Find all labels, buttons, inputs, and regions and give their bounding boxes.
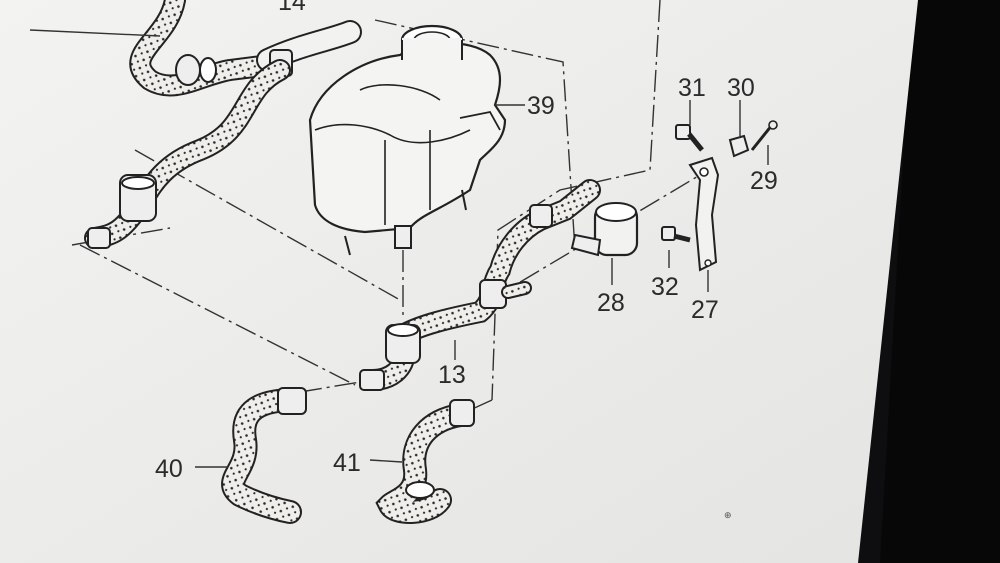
callout-32: 32 xyxy=(651,273,679,301)
bracket-27 xyxy=(688,156,720,292)
nut-30 xyxy=(728,100,750,158)
zoom-cursor-icon: ⊕ xyxy=(724,511,732,521)
hose-41 xyxy=(369,399,475,524)
callout-30: 30 xyxy=(727,74,755,102)
callout-41: 41 xyxy=(333,449,361,477)
expansion-tank-39 xyxy=(308,24,525,256)
callout-31: 31 xyxy=(678,74,706,102)
callout-14: 14 xyxy=(278,0,306,16)
hose-40 xyxy=(195,387,307,524)
callout-29: 29 xyxy=(750,167,778,195)
callout-40: 40 xyxy=(155,455,183,483)
callout-13: 13 xyxy=(438,361,466,389)
hose-main-left xyxy=(84,59,291,249)
callout-28: 28 xyxy=(597,289,625,317)
bolt-32 xyxy=(661,226,691,268)
hose-14 xyxy=(29,0,362,97)
screw-29 xyxy=(750,120,778,165)
callout-39: 39 xyxy=(527,92,555,120)
pump-28 xyxy=(570,202,639,285)
bolt-31 xyxy=(675,100,704,152)
hose-13 xyxy=(359,179,601,391)
callout-27: 27 xyxy=(691,296,719,324)
monitor-edge xyxy=(880,0,1000,563)
